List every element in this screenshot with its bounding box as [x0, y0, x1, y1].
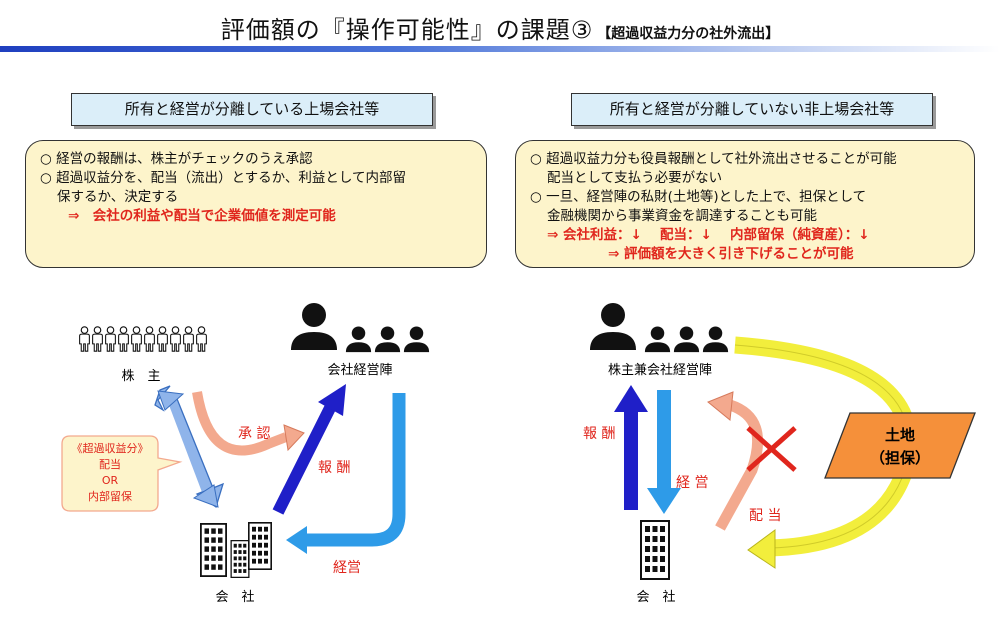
- right-header-text: 所有と経営が分離していない非上場会社等: [609, 100, 895, 118]
- right-note-6: ⇒ 評価額を大きく引き下げることが可能: [608, 246, 854, 262]
- management-icon: [291, 303, 430, 353]
- dividend-label: 配 当: [749, 508, 781, 524]
- management-flow-arrow-head: [286, 526, 307, 554]
- callout-line-3: OR: [102, 474, 119, 487]
- blocked-x-icon: [746, 426, 797, 472]
- right-compensation-arrow-shaft: [624, 410, 638, 510]
- shareholders-label: 株 主: [121, 369, 160, 384]
- callout-line-1: 《超過収益分》: [72, 441, 149, 455]
- right-compensation-label: 報 酬: [583, 426, 615, 442]
- right-management-arrow-head: [647, 488, 681, 514]
- title-sub: 【超過収益力分の社外流出】: [597, 26, 780, 42]
- dividend-arrow-head: [707, 391, 734, 421]
- page-title: 評価額の『操作可能性』の課題③【超過収益力分の社外流出】: [0, 10, 1000, 45]
- company-building-icon: [640, 520, 670, 580]
- management-flow-label: 経営: [333, 560, 361, 576]
- owner-management-icon: [590, 303, 729, 353]
- title-underline-bar: [0, 46, 1000, 52]
- right-note-5: ⇒ 会社利益：↓ 配当：↓ 内部留保（純資産）：↓: [547, 227, 870, 243]
- left-note-box: ○ 経営の報酬は、株主がチェックのうえ承認 ○ 超過収益分を、配当（流出）とする…: [25, 140, 487, 268]
- left-note-1: ○ 経営の報酬は、株主がチェックのうえ承認: [40, 151, 313, 167]
- left-header: 所有と経営が分離している上場会社等: [71, 93, 433, 126]
- surplus-callout: [61, 435, 183, 512]
- left-note-2: ○ 超過収益分を、配当（流出）とするか、利益として内部留: [40, 170, 406, 186]
- left-note-4: ⇒ 会社の利益や配当で企業価値を測定可能: [68, 208, 336, 224]
- right-company-label: 会 社: [636, 589, 675, 605]
- compensation-label: 報 酬: [318, 460, 350, 476]
- land-label-line2: （担保）: [870, 449, 930, 467]
- approval-arrow-head: [283, 424, 305, 452]
- company-label: 会 社: [215, 589, 254, 605]
- company-buildings-icon: [200, 521, 272, 578]
- management-label: 会社経営陣: [327, 362, 392, 378]
- compensation-arrow-head: [318, 384, 346, 416]
- shareholders-icon: [78, 325, 208, 353]
- right-note-box: ○ 超過収益力分も役員報酬として社外流出させることが可能 配当として支払う必要が…: [515, 140, 975, 268]
- title-main: 評価額の『操作可能性』の課題③: [220, 16, 594, 44]
- approval-arrow-shaft: [192, 391, 288, 456]
- callout-line-4: 内部留保: [88, 489, 132, 503]
- management-flow-arrow-shaft: [305, 393, 406, 547]
- right-note-1: ○ 超過収益力分も役員報酬として社外流出させることが可能: [530, 151, 897, 167]
- land-label-line1: 土地: [885, 426, 915, 444]
- right-note-2: 配当として支払う必要がない: [547, 170, 723, 186]
- owner-management-label: 株主兼会社経営陣: [608, 362, 712, 378]
- left-note-3: 保するか、決定する: [57, 189, 179, 205]
- left-header-text: 所有と経営が分離している上場会社等: [124, 100, 380, 118]
- compensation-arrow-shaft: [272, 405, 336, 515]
- land-collateral-box: [824, 412, 976, 479]
- right-compensation-arrow-head: [614, 385, 648, 412]
- right-header: 所有と経営が分離していない非上場会社等: [571, 93, 933, 126]
- right-management-label: 経 営: [676, 475, 708, 491]
- right-note-4: 金融機関から事業資金を調達することも可能: [547, 208, 817, 224]
- land-loop-arrow-head: [747, 529, 776, 569]
- callout-line-2: 配当: [99, 457, 121, 471]
- right-management-arrow-shaft: [657, 390, 671, 490]
- right-note-3: ○ 一旦、経営陣の私財(土地等)とした上で、担保として: [530, 189, 867, 205]
- approval-label: 承 認: [238, 426, 270, 442]
